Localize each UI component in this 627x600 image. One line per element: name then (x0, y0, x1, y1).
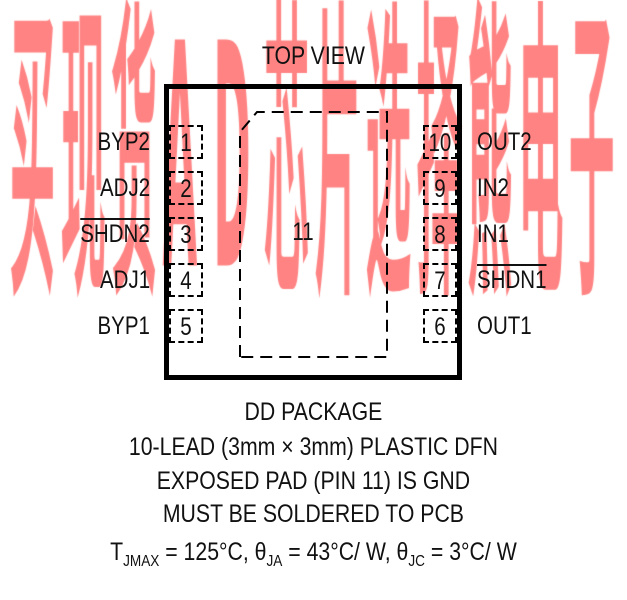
pin-number: 4 (180, 267, 192, 295)
pin-5-box: 5 (169, 309, 203, 343)
pin-10-box: 10 (423, 125, 457, 159)
pin-2-box: 2 (169, 171, 203, 205)
pin-number: 2 (180, 175, 192, 203)
pin-9-label: IN2 (477, 174, 509, 202)
exposed-pad-outline (239, 111, 388, 358)
pin-5-label: BYP1 (97, 312, 150, 340)
pin-4-box: 4 (169, 263, 203, 297)
pin-6-label: OUT1 (477, 312, 532, 340)
exposed-pad-number: 11 (292, 218, 314, 246)
pin-8-box: 8 (423, 217, 457, 251)
pin-number: 10 (428, 129, 452, 157)
pin-10-label: OUT2 (477, 128, 532, 156)
pin-3-label: SHDN2 (80, 220, 150, 248)
pin-8-label: IN1 (477, 220, 509, 248)
package-line-3: EXPOSED PAD (PIN 11) IS GND (156, 467, 471, 495)
pin-6-box: 6 (423, 309, 457, 343)
top-view-label: TOP VIEW (261, 42, 365, 70)
pin-9-box: 9 (423, 171, 457, 205)
pin-7-label: SHDN1 (477, 266, 547, 294)
pin-4-label: ADJ1 (99, 266, 150, 294)
pin-1-box: 1 (169, 125, 203, 159)
pin-number: 7 (434, 267, 446, 295)
pin-1-label: BYP2 (97, 128, 150, 156)
pin-number: 8 (434, 221, 446, 249)
package-outline (164, 84, 462, 380)
pin-2-label: ADJ2 (99, 174, 150, 202)
package-line-4: MUST BE SOLDERED TO PCB (162, 500, 464, 528)
package-line-2: 10-LEAD (3mm × 3mm) PLASTIC DFN (128, 433, 498, 461)
pin-number: 6 (434, 313, 446, 341)
pin-7-box: 7 (423, 263, 457, 297)
pin-number: 9 (434, 175, 446, 203)
pin-number: 5 (180, 313, 192, 341)
package-line-1: DD PACKAGE (244, 398, 383, 426)
pin-number: 3 (180, 221, 192, 249)
pin-3-box: 3 (169, 217, 203, 251)
thermal-spec: TJMAX = 125°C, θJA = 43°C/ W, θJC = 3°C/… (110, 538, 517, 570)
pin-number: 1 (180, 129, 192, 157)
